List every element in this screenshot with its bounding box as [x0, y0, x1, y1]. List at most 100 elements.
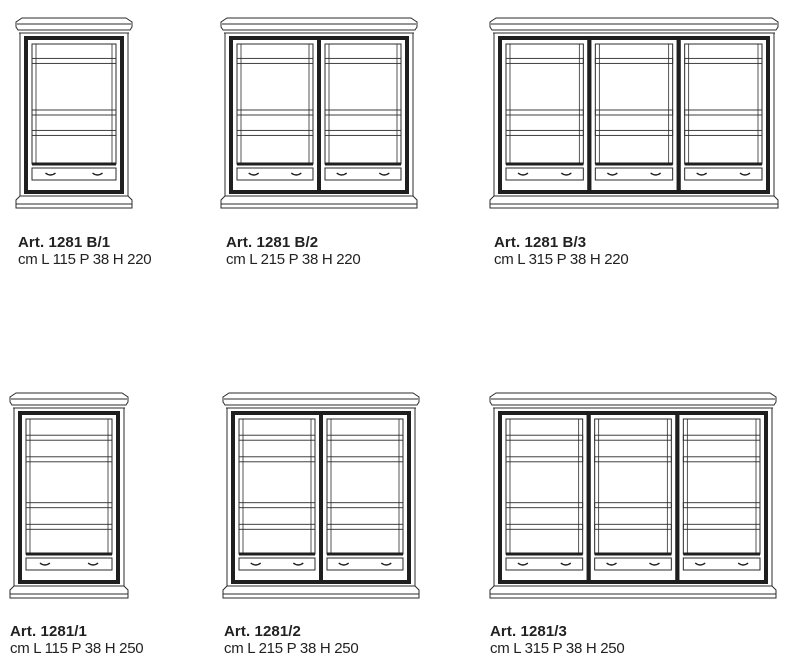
- shelf: [505, 523, 584, 530]
- drawer-handle: [739, 172, 751, 176]
- drawer: [25, 557, 113, 571]
- cabinet-drawing: [222, 392, 420, 599]
- drawer-handle: [87, 562, 99, 566]
- drawer-handle: [650, 172, 662, 176]
- caption-1281-3: Art. 1281/3 cm L 315 P 38 H 250: [490, 623, 625, 657]
- product-1281-2: [221, 392, 421, 600]
- glass-panel: [505, 43, 584, 165]
- shelf: [238, 456, 316, 463]
- shelf: [236, 57, 314, 64]
- shelf: [505, 109, 584, 116]
- product-1281-3: [488, 392, 778, 600]
- door-1: [231, 411, 323, 584]
- plinth: [9, 585, 129, 599]
- plinth: [222, 585, 420, 599]
- drawer: [236, 167, 314, 181]
- drawer-handle: [560, 562, 572, 566]
- drawer-handle: [380, 562, 392, 566]
- shelf: [324, 129, 402, 136]
- shelf: [594, 523, 672, 530]
- drawer: [326, 557, 404, 571]
- glass-panel: [505, 418, 584, 555]
- door-frame: [317, 36, 409, 194]
- shelf: [324, 57, 402, 64]
- door-3: [675, 411, 768, 584]
- glass-panel: [326, 418, 404, 555]
- shelf: [505, 502, 584, 509]
- door-frame: [675, 411, 768, 584]
- article-code: Art. 1281/1: [10, 623, 87, 640]
- shelf: [684, 57, 763, 64]
- drawer-handle: [517, 172, 529, 176]
- door-2: [586, 411, 680, 584]
- glass-panel: [684, 43, 763, 165]
- drawer: [31, 167, 117, 181]
- product-1281-b1: [14, 17, 134, 210]
- cabinet-drawing: [220, 17, 418, 209]
- door-2: [319, 411, 411, 584]
- cornice: [222, 392, 420, 406]
- drawer: [505, 557, 584, 571]
- caption-1281-2: Art. 1281/2 cm L 215 P 38 H 250: [224, 623, 359, 657]
- cabinet-lines: [489, 392, 777, 599]
- dimensions: cm L 215 P 38 H 250: [224, 640, 359, 657]
- article-code: Art. 1281/3: [490, 623, 567, 640]
- drawer-handle: [45, 172, 56, 176]
- glass-panel: [594, 418, 672, 555]
- shelf: [238, 434, 316, 441]
- shelf: [682, 434, 761, 441]
- drawer-handle: [378, 172, 390, 176]
- cabinet-drawing: [9, 392, 129, 599]
- caption-1281-b2: Art. 1281 B/2 cm L 215 P 38 H 220: [226, 234, 361, 268]
- cabinet-drawing: [15, 17, 133, 209]
- glass-panel: [31, 43, 117, 165]
- drawer: [594, 167, 674, 181]
- glass-panel: [594, 43, 674, 165]
- shelf: [326, 434, 404, 441]
- shelf: [31, 129, 117, 136]
- door-frame: [24, 36, 124, 194]
- shelf: [326, 456, 404, 463]
- shelf: [326, 523, 404, 530]
- drawer-handle: [336, 172, 348, 176]
- shelf: [594, 129, 674, 136]
- drawer: [682, 557, 761, 571]
- drawer-handle: [649, 562, 660, 566]
- shelf: [682, 456, 761, 463]
- shelf: [31, 57, 117, 64]
- shelf: [326, 502, 404, 509]
- cabinet-lines: [222, 392, 420, 599]
- dimensions: cm L 315 P 38 H 250: [490, 640, 625, 657]
- drawer: [684, 167, 763, 181]
- article-code: Art. 1281 B/3: [494, 234, 587, 251]
- glass-panel: [682, 418, 761, 555]
- door-frame: [319, 411, 411, 584]
- caption-1281-b3: Art. 1281 B/3 cm L 315 P 38 H 220: [494, 234, 629, 268]
- drawer-handle: [292, 562, 304, 566]
- shelf: [505, 434, 584, 441]
- caption-1281-b1: Art. 1281 B/1 cm L 115 P 38 H 220: [18, 234, 152, 268]
- article-code: Art. 1281 B/2: [226, 234, 319, 251]
- drawer-handle: [517, 562, 529, 566]
- door-frame: [586, 411, 680, 584]
- drawer-handle: [737, 562, 749, 566]
- drawer-handle: [694, 562, 706, 566]
- door-1: [498, 36, 592, 194]
- drawer-handle: [250, 562, 262, 566]
- product-1281-1: [8, 392, 130, 600]
- plinth: [220, 195, 418, 209]
- product-1281-b3: [488, 17, 780, 210]
- drawer: [594, 557, 672, 571]
- shelf: [505, 456, 584, 463]
- cabinet-lines: [15, 17, 133, 209]
- dimensions: cm L 115 P 38 H 220: [18, 251, 152, 268]
- glass-panel: [25, 418, 113, 555]
- article-code: Art. 1281 B/1: [18, 234, 111, 251]
- shelf: [594, 57, 674, 64]
- shelf: [324, 109, 402, 116]
- article-code: Art. 1281/2: [224, 623, 301, 640]
- door-2: [317, 36, 409, 194]
- shelf: [682, 502, 761, 509]
- drawer-handle: [39, 562, 51, 566]
- cabinet-drawing: [489, 17, 779, 209]
